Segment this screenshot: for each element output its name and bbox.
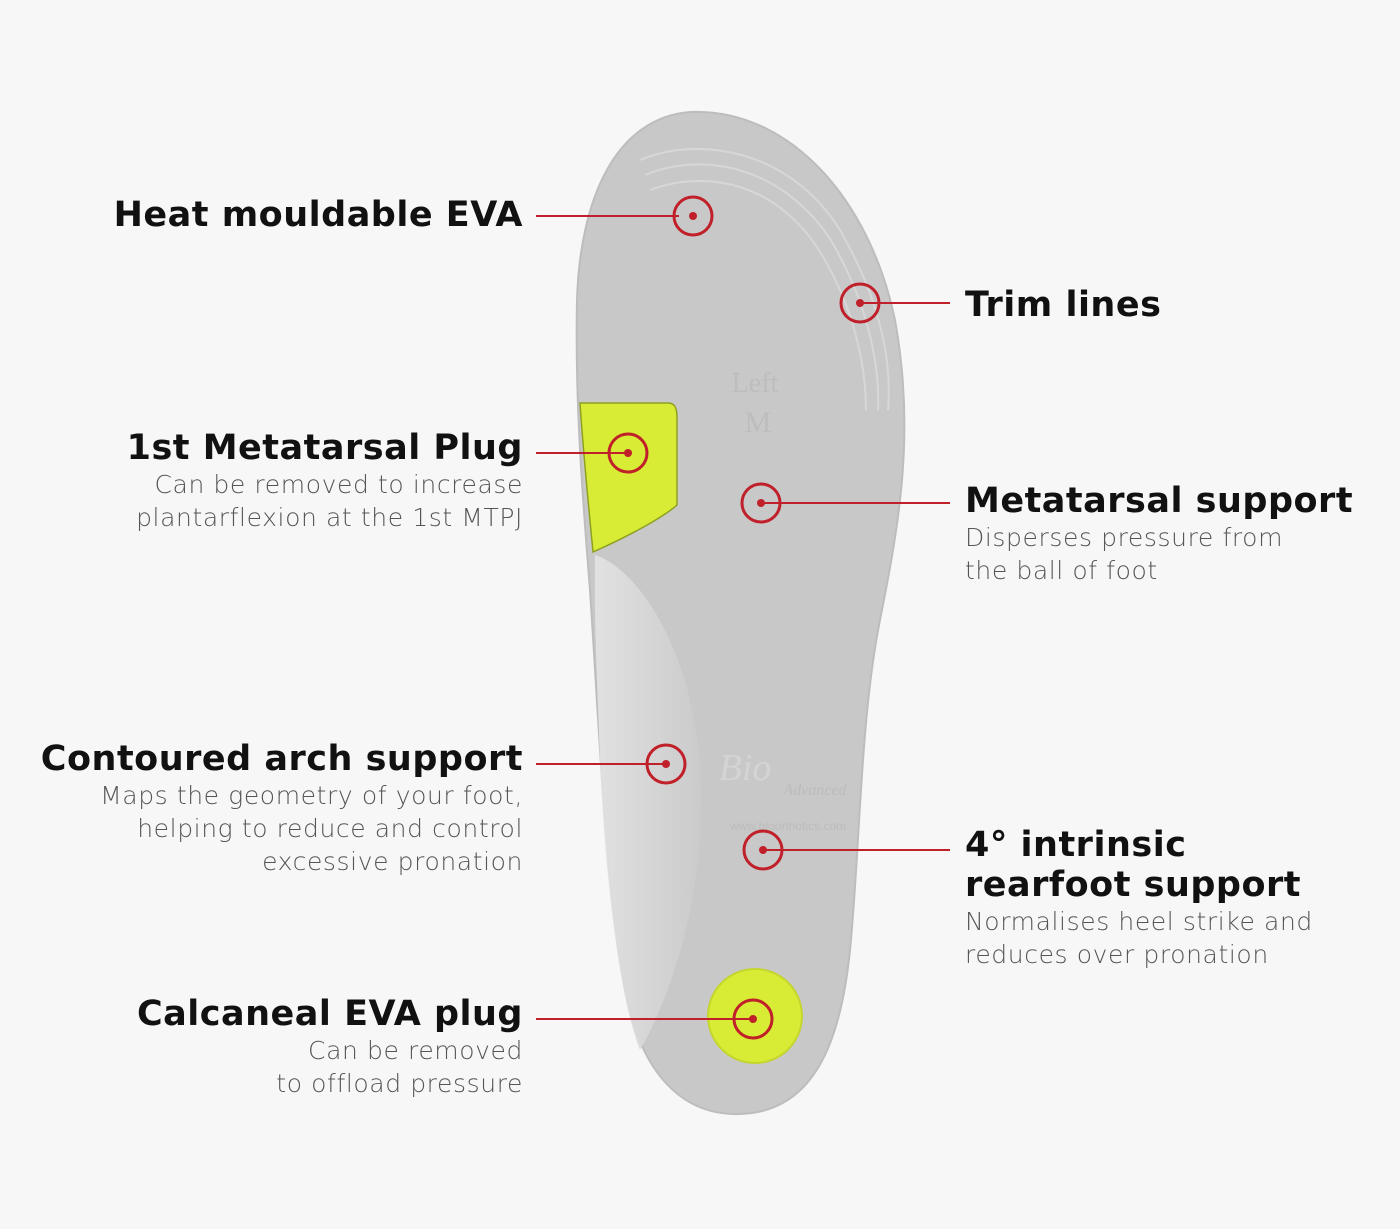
callout-title: Metatarsal support [965,481,1354,521]
callout-title: Calcaneal EVA plug [136,994,523,1034]
callout-title: Contoured arch support [40,739,523,779]
callout-rearfoot-support: 4° intrinsic rearfoot support Normalises… [965,825,1313,971]
callout-description: Normalises heel strike and reduces over … [965,907,1313,969]
marker-heat-eva [672,195,714,237]
callout-arch-support: Contoured arch support Maps the geometry… [41,739,523,878]
insole-brand-print: Bio [719,747,772,789]
marker-trim-lines [839,282,881,324]
trim-lines [639,148,890,411]
callout-description: Maps the geometry of your foot, helping … [100,781,523,876]
insole-brand-sub-print: Advanced [782,782,847,799]
callout-description: Can be removed to increase plantarflexio… [136,470,523,532]
callout-title: 1st Metatarsal Plug [126,428,523,468]
insole-website-print: www.bioorthotics.com [729,819,846,833]
marker-dot-metatarsal-plug [624,449,632,457]
callout-calcaneal-plug: Calcaneal EVA plug Can be removed to off… [137,994,523,1100]
marker-dot-arch-support [662,760,670,768]
marker-dot-metatarsal-support [757,499,765,507]
marker-dot-rearfoot-support [759,846,767,854]
callout-description: Can be removed to offload pressure [276,1036,523,1098]
insole-size-print: M [745,406,772,439]
insole-side-print: Left [732,368,779,399]
metatarsal-plug [579,402,678,554]
callout-heat-eva: Heat mouldable EVA [114,195,523,235]
marker-dot-calcaneal-plug [749,1015,757,1023]
marker-metatarsal-support [740,482,782,524]
marker-arch-support [645,743,687,785]
callout-metatarsal-plug: 1st Metatarsal Plug Can be removed to in… [127,428,523,534]
marker-dot-heat-eva [689,212,697,220]
callout-trim-lines: Trim lines [965,285,1161,325]
callout-title: Trim lines [965,285,1162,325]
marker-dot-trim-lines [856,299,864,307]
marker-calcaneal-plug [732,998,774,1040]
marker-rearfoot-support [742,829,784,871]
callout-description: Disperses pressure from the ball of foot [965,523,1284,585]
callout-title: Heat mouldable EVA [113,195,523,235]
callout-title: 4° intrinsic rearfoot support [965,825,1302,905]
arch-contour [594,555,702,1050]
marker-metatarsal-plug [607,432,649,474]
callout-metatarsal-support: Metatarsal support Disperses pressure fr… [965,481,1353,587]
